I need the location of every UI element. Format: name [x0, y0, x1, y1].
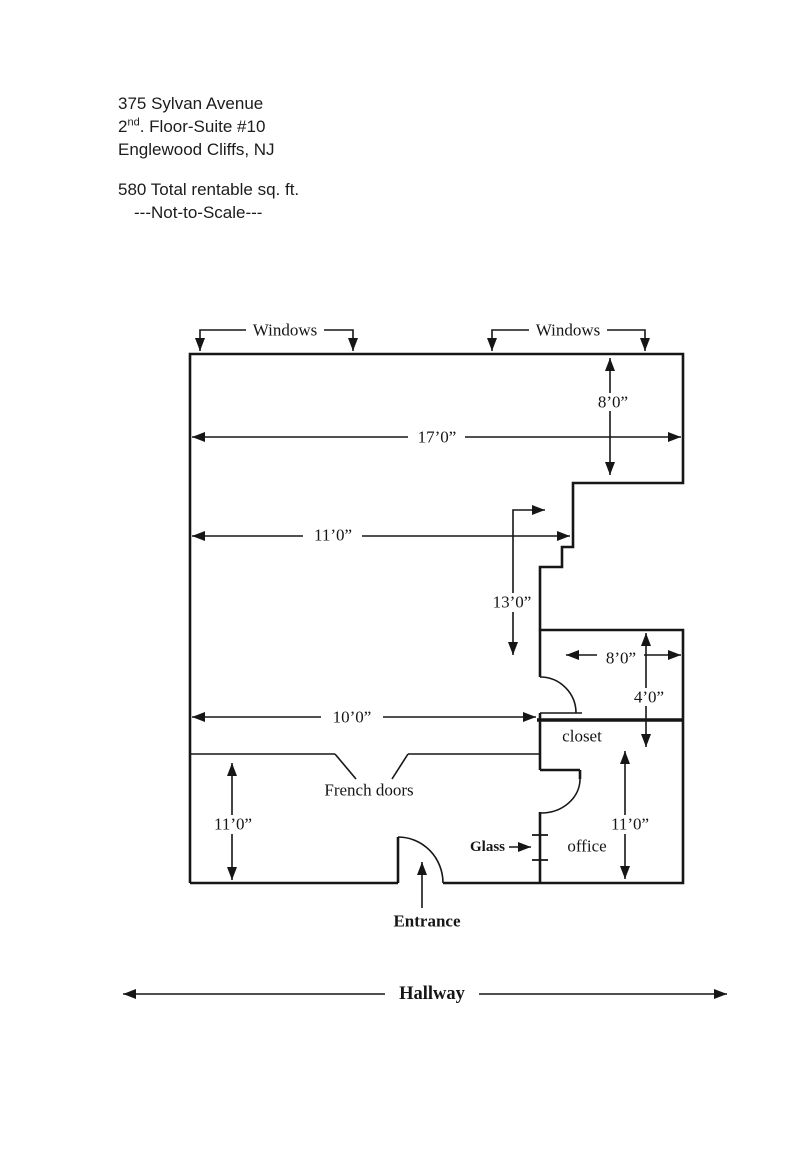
window-callout-left: Windows — [195, 321, 358, 351]
dim-closet-depth-label: 4’0” — [634, 688, 664, 707]
dim-lower-left-height-label: 11’0” — [214, 815, 252, 834]
interior-walls — [190, 630, 683, 883]
address-line-2: 2nd. Floor-Suite #10 — [118, 116, 266, 136]
suite-outline — [188, 352, 685, 885]
address-line-1: 375 Sylvan Avenue — [118, 94, 264, 113]
office-door-jamb — [540, 768, 582, 779]
entrance-callout: Entrance — [393, 862, 461, 931]
address-line-3: Englewood Cliffs, NJ — [118, 140, 275, 159]
dim-mid-height-label: 13’0” — [493, 593, 532, 612]
header-block: 375 Sylvan Avenue 2nd. Floor-Suite #10 E… — [118, 92, 299, 224]
dim-mid-width-label: 11’0” — [314, 526, 352, 545]
dim-lower-width-label: 10’0” — [333, 708, 372, 727]
dim-closet-width: 8’0” — [566, 649, 681, 668]
window-callout-right: Windows — [487, 321, 650, 351]
dim-upper-right-height: 8’0” — [590, 358, 636, 475]
doors — [334, 676, 582, 884]
window-label-left: Windows — [253, 321, 317, 340]
dim-lower-width: 10’0” — [192, 708, 536, 727]
closet-door-arc — [539, 676, 577, 714]
office-label: office — [567, 837, 606, 856]
hallway-label: Hallway — [399, 984, 466, 1004]
entrance-label: Entrance — [393, 912, 461, 931]
ordinal-superscript: nd — [127, 116, 140, 129]
french-doors-label: French doors — [324, 781, 413, 800]
dim-mid-width: 11’0” — [192, 526, 570, 545]
office-door-arc — [540, 778, 581, 814]
dim-top-width: 17’0” — [192, 428, 681, 447]
glass-label: Glass — [470, 839, 505, 855]
dim-closet-width-label: 8’0” — [606, 649, 636, 668]
dim-top-width-label: 17’0” — [418, 428, 457, 447]
dim-lower-left-height: 11’0” — [207, 763, 259, 880]
rentable-area-line: 580 Total rentable sq. ft. — [118, 180, 300, 199]
closet-label: closet — [562, 727, 602, 746]
dim-office-height: 11’0” — [604, 751, 656, 879]
glass-callout: Glass — [470, 839, 531, 855]
entrance-door-arc — [397, 836, 444, 884]
dim-upper-right-height-label: 8’0” — [598, 393, 628, 412]
french-door-leaf-left — [334, 753, 357, 780]
glass-tick-marks — [532, 834, 548, 861]
french-door-leaf-right — [391, 753, 409, 780]
not-to-scale-note: ---Not-to-Scale--- — [134, 203, 263, 222]
window-label-right: Windows — [536, 321, 600, 340]
dim-office-height-label: 11’0” — [611, 815, 649, 834]
hallway-callout: Hallway — [123, 983, 727, 1004]
dim-mid-height: 13’0” — [487, 505, 545, 655]
dim-closet-depth: 4’0” — [625, 633, 671, 747]
